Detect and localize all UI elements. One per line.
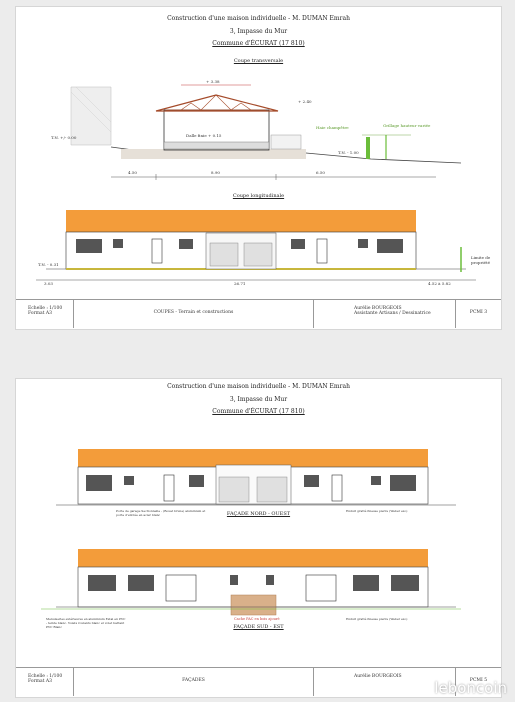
architect-subtitle: Assistante Artisans / Dessinatrice xyxy=(354,311,431,316)
label-tn-right: T.N. - 1.00 xyxy=(338,150,359,155)
hedge xyxy=(366,137,370,159)
subject-label: COUPES - Terrain et constructions xyxy=(74,300,314,328)
project-title: Construction d'une maison individuelle -… xyxy=(167,15,350,22)
project-commune-2: Commune d'ÉCURAT (17 810) xyxy=(212,408,305,415)
label-grillage: Grillage hauteur variée xyxy=(383,123,431,128)
architect-name: Aurélie BOURGEOIS xyxy=(354,306,402,311)
architect-name-2: Aurélie BOURGEOIS xyxy=(354,674,402,679)
page-label-2: PCMI 5 xyxy=(469,678,488,683)
hatched-terrain xyxy=(70,86,112,146)
gravel-bed xyxy=(121,149,306,159)
dim-top-2: 8.90 xyxy=(211,170,220,175)
watermark: leboncoin xyxy=(434,679,507,697)
note-se-left: Menuiseries extérieures en aluminium Est… xyxy=(46,617,126,629)
section-title-transversal: Coupe transversale xyxy=(233,58,284,64)
label-tn-long: T.N. - 0.31 xyxy=(38,262,59,267)
dim-bottom-1: 3.03 xyxy=(44,281,53,286)
title-block-2: Echelle : 1/100 Format A3 FAÇADES Auréli… xyxy=(16,667,501,696)
section-title-longitudinal: Coupe longitudinale xyxy=(232,193,285,199)
dim-top-1: 4.50 xyxy=(128,170,137,175)
plan-sheet-coupes: Construction d'une maison individuelle -… xyxy=(15,6,502,330)
section-drawings xyxy=(36,84,476,281)
roof-nw xyxy=(78,449,428,467)
roof-band xyxy=(66,210,416,232)
dim-top-3: 6.50 xyxy=(316,170,325,175)
note-nw-right: Enduit gratté finesse pierre (Weber exo) xyxy=(346,509,408,513)
scale-label-2: Echelle : 1/100 xyxy=(28,674,63,679)
note-nw-left: Porte de garage Sectionnelle - (Bouat br… xyxy=(116,509,206,517)
facade-drawings xyxy=(41,449,461,616)
garage-door-right xyxy=(243,242,273,267)
format-label-2: Format A3 xyxy=(28,679,53,684)
dim-bottom-2: 26.71 xyxy=(234,281,246,286)
pac-cover xyxy=(230,594,277,616)
project-title-2: Construction d'une maison individuelle -… xyxy=(167,383,350,390)
label-dalle: Dalle finie + 0.15 xyxy=(186,133,222,138)
note-se-right: Enduit gratté finesse pierre (Weber exo) xyxy=(346,617,408,621)
nw-garage-door-right xyxy=(256,476,288,503)
dim-bottom-3: 4.52 à 5.82 xyxy=(428,281,451,286)
facade-se-title: FAÇADE SUD - EST xyxy=(233,624,284,630)
roof-truss xyxy=(155,94,279,112)
page-label: PCMI 3 xyxy=(469,310,488,315)
label-limite: Limite de propriété xyxy=(471,255,491,265)
title-block: Echelle : 1/100 Format A3 COUPES - Terra… xyxy=(16,299,501,328)
project-commune: Commune d'ÉCURAT (17 810) xyxy=(212,40,305,47)
facade-nw-title: FAÇADE NORD - OUEST xyxy=(226,511,291,517)
label-tn-left: T.N. +/- 0.00 xyxy=(51,135,77,140)
project-address-2: 3, Impasse du Mur xyxy=(229,396,288,403)
roof-se xyxy=(78,549,428,567)
plan-sheet-facades: Construction d'une maison individuelle -… xyxy=(15,378,502,698)
project-address: 3, Impasse du Mur xyxy=(229,28,288,35)
format-label: Format A3 xyxy=(28,311,53,316)
garage-door-left xyxy=(209,242,239,267)
label-ngf: + 3.38 xyxy=(206,79,220,84)
nw-garage-door-left xyxy=(218,476,250,503)
note-se-mid: Cache PAC en bois ajouré xyxy=(234,617,280,621)
label-wall: + 2.40 xyxy=(298,99,312,104)
scale-label: Echelle : 1/100 xyxy=(28,306,63,311)
subject-label-2: FAÇADES xyxy=(74,668,314,696)
label-haie: Haie champêtre xyxy=(316,125,349,130)
